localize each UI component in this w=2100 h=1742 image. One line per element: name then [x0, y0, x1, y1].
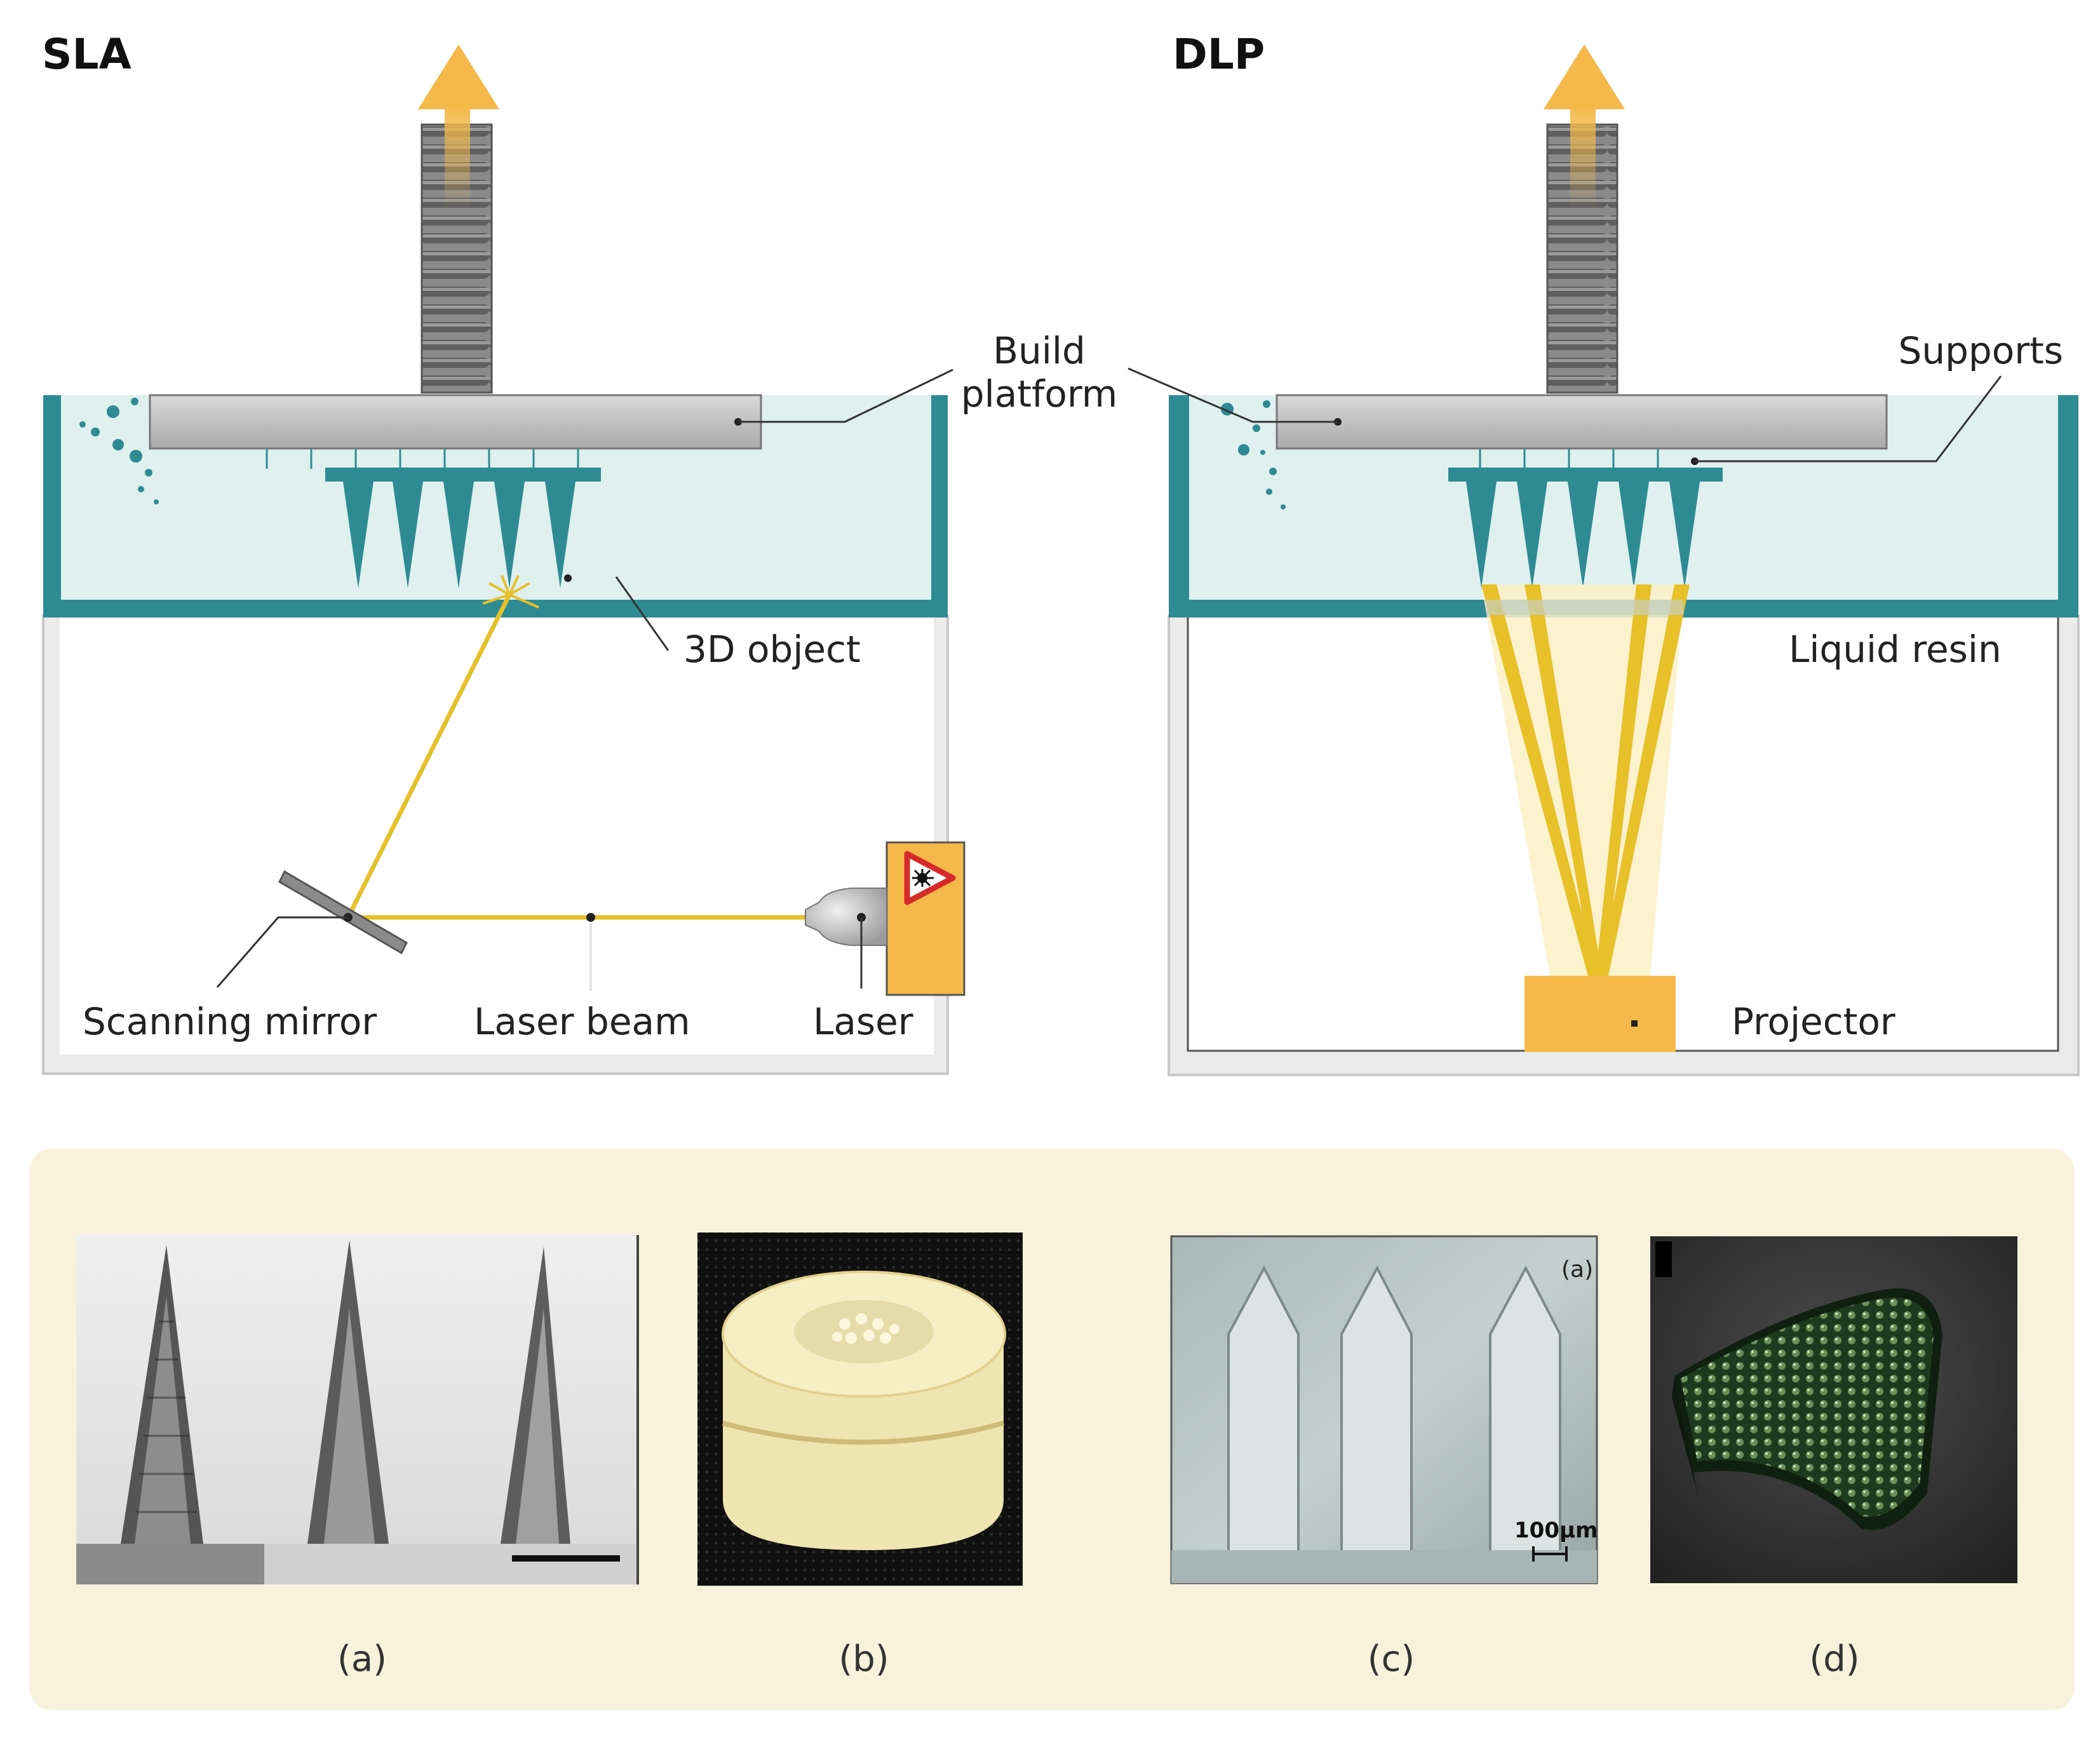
sla-resin-bubbles [79, 398, 159, 504]
photo-d-caption: (d) [1809, 1638, 1859, 1680]
sla-object-marker [564, 574, 572, 582]
sla-title: SLA [42, 30, 131, 79]
photo-a-caption: (a) [337, 1638, 387, 1680]
sla-laser [805, 841, 966, 996]
sla-build-platform-label-2: platform [961, 372, 1117, 415]
sla-build-platform [149, 394, 762, 450]
sla-laser-spot [482, 575, 539, 609]
sla-reflected-beam [346, 593, 512, 919]
sla-laser-label: Laser [813, 1000, 913, 1043]
dlp-resin-label: Liquid resin [1789, 628, 2002, 671]
photo-c-caption: (c) [1368, 1638, 1415, 1680]
photo-a [76, 1235, 639, 1584]
dlp-diagram: DLP [1127, 30, 2080, 1076]
sla-object-leader [615, 576, 670, 651]
photo-c-scale-label: 100μm [1514, 1518, 1598, 1543]
dlp-projector-label: Projector [1732, 1000, 1895, 1043]
sla-mirror-label: Scanning mirror [83, 1000, 377, 1043]
sla-beam-label: Laser beam [474, 1000, 690, 1043]
sla-beam-marker [586, 913, 595, 922]
dlp-title: DLP [1173, 30, 1265, 79]
sla-object-label: 3D object [683, 628, 861, 671]
dlp-platform-leader [1127, 367, 1338, 423]
sla-3d-object [325, 468, 601, 588]
sla-platform-leader [738, 368, 953, 423]
dlp-3d-object [1448, 468, 1723, 588]
photo-d [1650, 1236, 2017, 1583]
photo-c: (a) 100μm [1170, 1235, 1598, 1584]
photo-b-caption: (b) [838, 1638, 889, 1680]
sla-build-platform-label-1: Build [993, 329, 1086, 372]
sla-housing-inner [60, 616, 934, 1055]
photo-c-scale-bar [1532, 1546, 1568, 1562]
photo-c-inset-label: (a) [1561, 1257, 1593, 1283]
photo-b [697, 1232, 1023, 1586]
sla-supports [266, 449, 579, 469]
sla-diagram: SLA [42, 30, 1117, 1075]
dlp-light-cone [1481, 584, 1690, 976]
dlp-up-arrow [1544, 44, 1625, 208]
dlp-supports-leader [1695, 375, 2002, 463]
dlp-build-platform [1275, 394, 1888, 450]
dlp-supports [1479, 449, 1659, 469]
dlp-supports-label: Supports [1899, 329, 2064, 372]
sla-mirror-leader [216, 916, 348, 988]
sla-up-arrow [418, 44, 499, 208]
example-photos-panel: (a) (b) (a) 100μm [29, 1149, 2075, 1710]
dlp-projector [1525, 976, 1676, 1052]
